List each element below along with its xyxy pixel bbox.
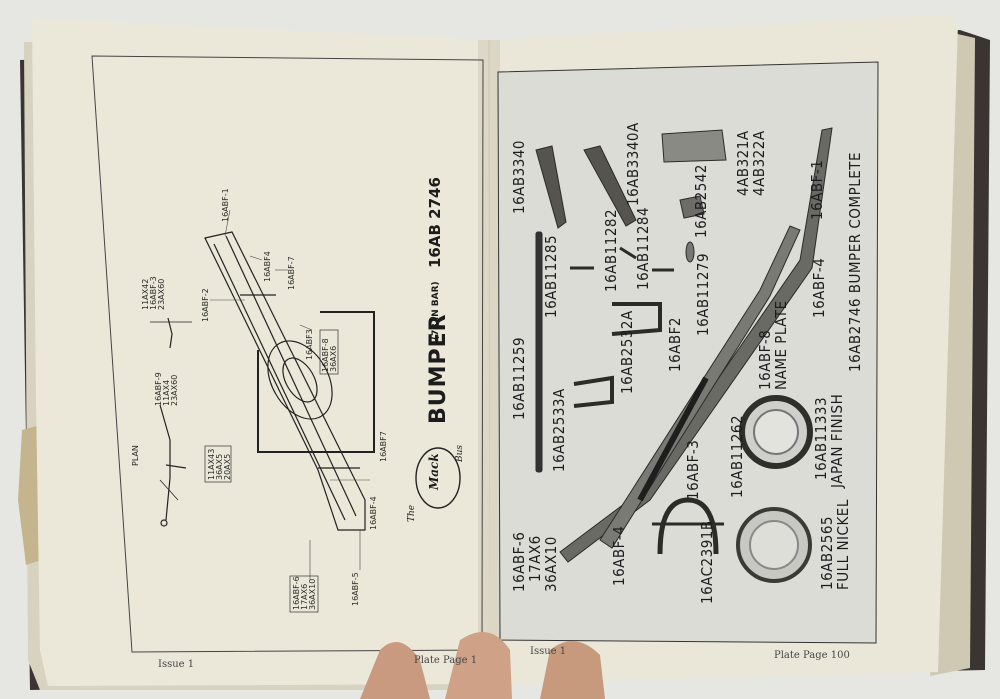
mack-logo-prefix: The <box>407 504 417 522</box>
label-16ab11284: 16AB11284 <box>634 206 652 290</box>
label-16ab2532a: 16AB2532A <box>618 310 636 394</box>
label-17ax6-right: 17AX6 <box>526 535 544 582</box>
callout-leaders <box>210 209 370 580</box>
plan-label: PLAN <box>131 445 140 466</box>
callout-16abf-2: 16ABF-2 <box>201 288 210 322</box>
label-16abf2: 16ABF2 <box>666 316 684 372</box>
bumper-drawing <box>150 231 375 531</box>
torn-paper-tab <box>18 425 42 565</box>
bumper-part-number: 16AB 2746 <box>426 177 444 268</box>
label-16abf-4-bottom: 16ABF-4 <box>610 525 628 586</box>
label-16ab11279: 16AB11279 <box>694 252 712 336</box>
label-16ab2533a: 16AB2533A <box>550 388 568 472</box>
callout-23ax60-b: 23AX60 <box>170 374 179 406</box>
callout-23ax60-a: 23AX60 <box>157 278 166 310</box>
callout-16abf4: 16ABF4 <box>263 251 272 282</box>
bumper-title-note: (78 IN BAR) <box>431 281 441 340</box>
label-4ab321a: 4AB321A <box>734 130 752 196</box>
label-16ab11285: 16AB11285 <box>542 234 560 318</box>
label-16abf-8: 16ABF-8 <box>756 329 774 390</box>
callout-16abf-4: 16ABF-4 <box>369 496 378 530</box>
label-16ab2565: 16AB2565 <box>818 516 836 590</box>
label-4ab322a: 4AB322A <box>750 130 768 196</box>
callout-36ax10: 36AX10 <box>308 578 317 610</box>
logo-oval <box>415 447 461 509</box>
label-16ab3340a: 16AB3340A <box>624 122 642 206</box>
label-16ab11262: 16AB11262 <box>728 414 746 498</box>
callout-16abf-7: 16ABF-7 <box>287 256 296 290</box>
label-16ab3340: 16AB3340 <box>510 140 528 214</box>
callout-16abf3: 16ABF3 <box>305 329 314 360</box>
callout-16abf7: 16ABF7 <box>379 431 388 462</box>
hand <box>360 632 605 699</box>
label-16abf-1: 16ABF-1 <box>808 159 826 220</box>
left-footer-plate: Plate Page 1 <box>414 655 478 666</box>
label-16ab11259: 16AB11259 <box>510 336 528 420</box>
label-16abf-4-right: 16ABF-4 <box>810 257 828 318</box>
label-full-nickel: FULL NICKEL <box>834 499 852 590</box>
callout-16abf-5: 16ABF-5 <box>351 572 360 606</box>
left-footer-issue: Issue 1 <box>158 659 195 670</box>
right-footer-plate: Plate Page 100 <box>774 650 850 661</box>
label-16ab2542: 16AB2542 <box>692 164 710 238</box>
gutter-shadow <box>478 40 500 685</box>
label-16ab11333: 16AB11333 <box>812 396 830 480</box>
lamp-photos <box>736 395 813 583</box>
bumper-parts-photo <box>535 127 833 563</box>
callout-16abf-1: 16ABF-1 <box>221 188 230 222</box>
mack-logo-suffix: Bus <box>455 444 465 462</box>
label-japan-finish: JAPAN FINISH <box>828 393 846 488</box>
label-bumper-complete: 16AB2746 BUMPER COMPLETE <box>846 151 864 372</box>
callout-boxes <box>204 329 339 613</box>
right-footer-issue: Issue 1 <box>530 646 567 657</box>
callout-36ax6: 36AX6 <box>329 345 338 372</box>
label-16ab11282: 16AB11282 <box>602 208 620 292</box>
mack-logo-text: Mack <box>427 453 441 490</box>
label-16abf-6-right: 16ABF-6 <box>510 531 528 592</box>
callout-20ax5: 20AX5 <box>223 453 232 480</box>
right-photo-panel <box>497 61 879 644</box>
label-name-plate: NAME PLATE <box>772 300 790 390</box>
label-16ac2391b: 16AC2391B <box>698 520 716 604</box>
label-36ax10-right: 36AX10 <box>542 536 560 592</box>
label-16abf-3-right: 16ABF-3 <box>684 439 702 500</box>
